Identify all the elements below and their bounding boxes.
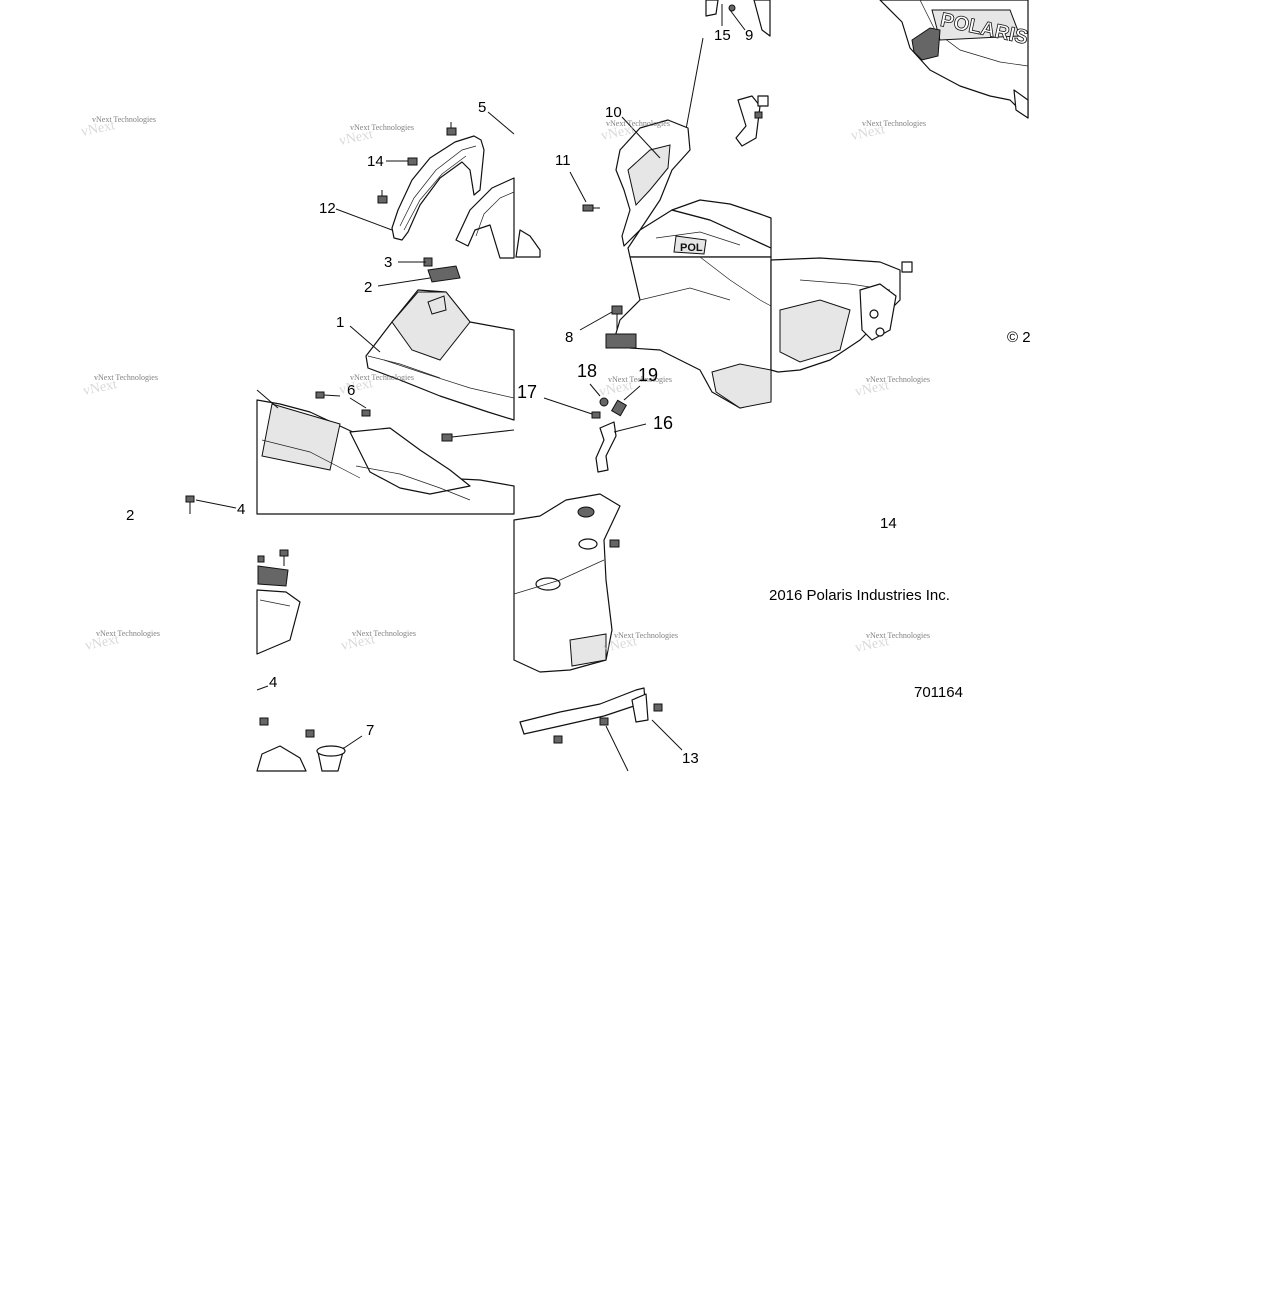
watermark-text: vNext Technologies: [92, 115, 156, 124]
fastener-icon: [611, 305, 623, 330]
svg-text:vNext: vNext: [850, 122, 887, 144]
svg-text:vNext: vNext: [340, 632, 377, 654]
part-label: 9: [745, 27, 753, 44]
fastener-icon: [185, 495, 195, 514]
svg-text:vNext: vNext: [84, 632, 121, 654]
bumper-bar-part: [519, 687, 647, 735]
fastener-icon: [305, 729, 315, 738]
tile-title-block: 14 2016 Polaris Industries Inc. vNext Te…: [769, 515, 963, 701]
fastener-icon: [446, 122, 457, 136]
fastener-icon: [257, 555, 265, 563]
svg-text:vNext: vNext: [82, 377, 119, 399]
part-label: 4: [269, 674, 277, 691]
tile-empty-topleft: vNext Technologies vNext: [80, 115, 156, 140]
part-label: 1: [336, 314, 344, 331]
part-label: 13: [682, 750, 699, 767]
fastener-icon: [610, 399, 628, 417]
tile-hood: vNext Technologies vNext 3 2 1 6: [256, 254, 515, 515]
fastener-icon: [377, 190, 388, 204]
part-label: 15: [714, 27, 731, 44]
copyright-text: 2016 Polaris Industries Inc.: [769, 587, 950, 604]
fastener-icon: [728, 4, 736, 12]
part-label: 12: [319, 200, 336, 217]
svg-text:vNext: vNext: [854, 378, 891, 400]
part-label: 19: [638, 365, 658, 385]
svg-text:vNext: vNext: [338, 127, 375, 149]
part-label: 16: [653, 413, 673, 433]
part-label: 2: [364, 279, 372, 296]
watermark-text: vNext Technologies: [862, 119, 926, 128]
fastener-icon: [653, 703, 663, 712]
part-label: 2: [126, 507, 134, 524]
tile-empty-midleft: vNext Technologies vNext 4 2: [82, 373, 246, 524]
fastener-icon: [609, 539, 620, 548]
tile-empty-bottomleft: vNext Technologies vNext: [84, 629, 160, 654]
part-label: 7: [366, 722, 374, 739]
fastener-icon: [279, 549, 289, 566]
watermark-text: vNext Technologies: [866, 631, 930, 640]
part-label: 5: [478, 99, 486, 116]
fastener-icon: [754, 111, 763, 119]
front-bumper-part: [513, 493, 621, 673]
svg-text:vNext: vNext: [80, 118, 117, 140]
svg-text:vNext: vNext: [600, 122, 637, 144]
tile-front-cab: POL vNext Technologies vNext 15 9 10 11: [515, 0, 772, 258]
tile-front-fascia: vNext Technologies vNext 8 18 19 17 16: [517, 256, 772, 473]
fastener-icon: [315, 391, 341, 399]
fastener-icon: [553, 735, 563, 744]
watermark-text: vNext Technologies: [350, 123, 414, 132]
svg-text:vNext: vNext: [338, 376, 375, 398]
watermark-text: vNext Technologies: [608, 375, 672, 384]
part-label: 6: [347, 382, 355, 399]
part-label: 17: [517, 382, 537, 402]
tile-hinge-detail: vNext Technologies vNext 4 7: [256, 549, 416, 772]
fastener-icon: [599, 717, 609, 726]
diagram-number: 701164: [914, 684, 963, 701]
fastener-icon: [441, 433, 453, 442]
logo-text: POL: [680, 242, 703, 254]
fastener-icon: [361, 409, 371, 417]
fastener-icon: [599, 397, 609, 407]
watermark-text: vNext Technologies: [352, 629, 416, 638]
tile-front-bumper: vNext Technologies vNext 13: [513, 493, 699, 772]
part-label: 18: [577, 361, 597, 381]
part-label: 3: [384, 254, 392, 271]
watermark-text: vNext Technologies: [96, 629, 160, 638]
svg-text:vNext: vNext: [598, 378, 635, 400]
fastener-icon: [259, 717, 269, 726]
part-label: 4: [237, 501, 245, 518]
tile-hood-strap: vNext Technologies vNext 5 14 12: [319, 99, 515, 259]
tile-logo-panel: POLARIS vNext Technologies vNext: [850, 0, 1030, 144]
part-label: 10: [605, 104, 622, 121]
part-label: 14: [880, 515, 897, 532]
fastener-icon: [591, 411, 601, 419]
svg-text:vNext: vNext: [854, 634, 891, 656]
watermark-text: vNext Technologies: [614, 631, 678, 640]
fastener-icon: [582, 204, 600, 212]
tile-side-panel: vNext Technologies vNext © 2: [770, 257, 1031, 400]
hood-strap-part: [391, 135, 485, 241]
part-label: 14: [367, 153, 384, 170]
svg-text:vNext: vNext: [602, 634, 639, 656]
watermark-text: vNext Technologies: [94, 373, 158, 382]
part-label: 8: [565, 329, 573, 346]
watermark-text: vNext Technologies: [866, 375, 930, 384]
watermark-text: vNext Technologies: [606, 119, 670, 128]
part-label: 11: [555, 152, 571, 169]
watermark-text: vNext Technologies: [350, 373, 414, 382]
copyright-fragment: © 2: [1007, 329, 1031, 346]
